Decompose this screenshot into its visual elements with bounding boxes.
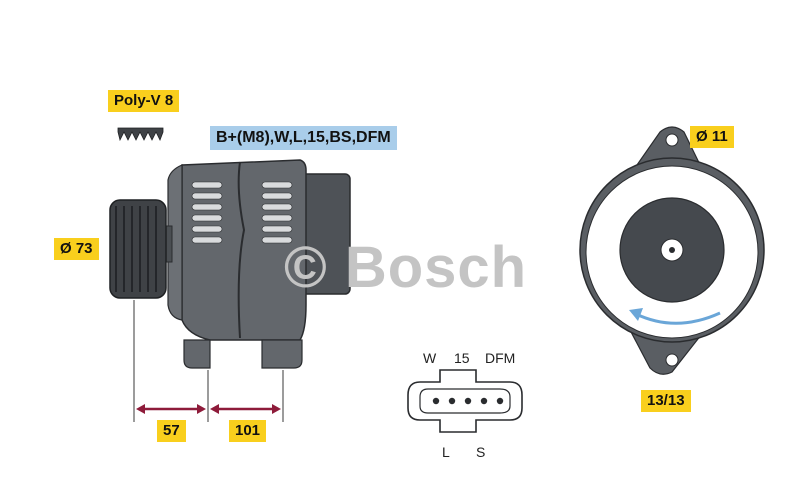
dimension-57-label: 57 bbox=[157, 420, 186, 442]
pin-hole-w bbox=[432, 397, 440, 405]
dimension-101-label: 101 bbox=[229, 420, 267, 442]
pin-label-15: 15 bbox=[454, 350, 470, 366]
vent-slots-rear bbox=[261, 181, 293, 244]
pin-label-w: W bbox=[423, 350, 437, 366]
mounting-foot-front bbox=[183, 339, 211, 369]
mounting-foot-rear bbox=[261, 339, 303, 369]
alternator-side-view bbox=[109, 159, 351, 369]
pin-label-l: L bbox=[442, 444, 450, 460]
pin-hole-s bbox=[496, 397, 504, 405]
vent-slots-front bbox=[191, 181, 223, 244]
housing-seam bbox=[237, 161, 246, 339]
pulley bbox=[109, 199, 167, 299]
dimension-arrows bbox=[136, 404, 281, 414]
pulley-diameter-label: Ø 73 bbox=[54, 238, 99, 260]
pin-hole-dfm bbox=[464, 397, 472, 405]
rotation-arrow-head bbox=[629, 308, 643, 321]
pin-hole-15 bbox=[448, 397, 456, 405]
dimension-extension-lines bbox=[133, 300, 284, 422]
connection-label: B+(M8),W,L,15,BS,DFM bbox=[210, 126, 397, 150]
pin-hole-l bbox=[480, 397, 488, 405]
alternator-front-view bbox=[579, 126, 765, 375]
hole-diameter-label: Ø 11 bbox=[690, 126, 734, 148]
rotation-arrow bbox=[635, 311, 721, 325]
pin-label-dfm: DFM bbox=[485, 350, 516, 366]
watermark: © Bosch bbox=[284, 235, 528, 300]
belt-type-label: Poly-V 8 bbox=[108, 90, 180, 112]
belt-profile-icon bbox=[117, 127, 164, 142]
connector-plug bbox=[407, 369, 523, 433]
pin-label-s: S bbox=[476, 444, 486, 460]
clock-position-label: 13/13 bbox=[641, 390, 691, 412]
front-end-plate bbox=[167, 164, 183, 321]
